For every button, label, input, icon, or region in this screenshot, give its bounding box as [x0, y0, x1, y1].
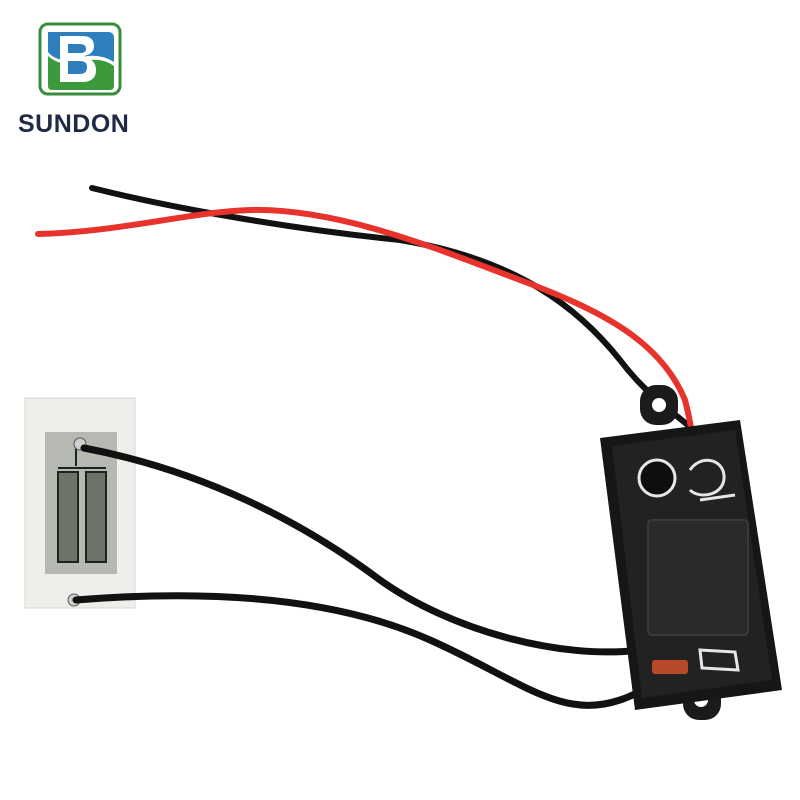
ceramic-plate: [24, 397, 136, 609]
black-input-wire: [89, 185, 708, 443]
resistor: [652, 660, 688, 674]
transformer-block: [647, 519, 749, 636]
brand-name: SUNDON: [18, 110, 130, 138]
power-module: [600, 385, 782, 720]
terminal-area: [637, 458, 736, 502]
output-wires: [72, 444, 680, 709]
electrode-pattern: [57, 446, 107, 563]
input-wires: [35, 185, 708, 473]
red-input-wire: [35, 206, 696, 473]
sundon-logo-icon: [38, 22, 122, 96]
brand-logo: SUNDON: [18, 22, 130, 142]
